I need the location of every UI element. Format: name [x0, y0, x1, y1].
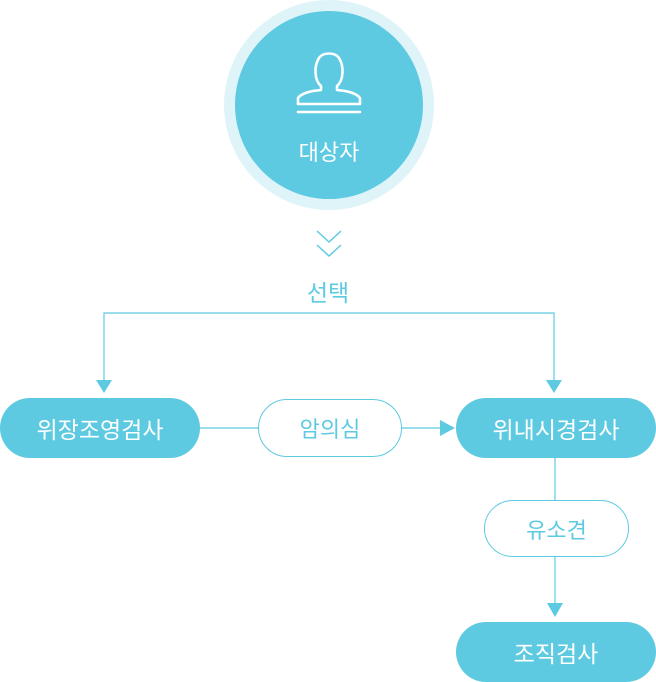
user-icon	[296, 52, 362, 114]
selection-label: 선택	[306, 281, 350, 307]
arrow-to-biopsy	[547, 603, 563, 617]
finding-condition: 유소견	[484, 500, 629, 557]
subject-label: 대상자	[298, 141, 360, 166]
biopsy-node: 조직검사	[456, 622, 656, 682]
arrow-to-endoscopy	[546, 380, 562, 393]
upper-gi-series-node: 위장조영검사	[0, 398, 200, 458]
chevron-down-icon	[316, 230, 342, 258]
arrow-to-endoscopy-side	[440, 420, 455, 436]
endoscopy-node: 위내시경검사	[456, 398, 656, 458]
selection-bracket-line	[103, 312, 555, 382]
cancer-suspicion-condition: 암의심	[258, 399, 402, 457]
arrow-to-upper-gi	[96, 380, 112, 393]
